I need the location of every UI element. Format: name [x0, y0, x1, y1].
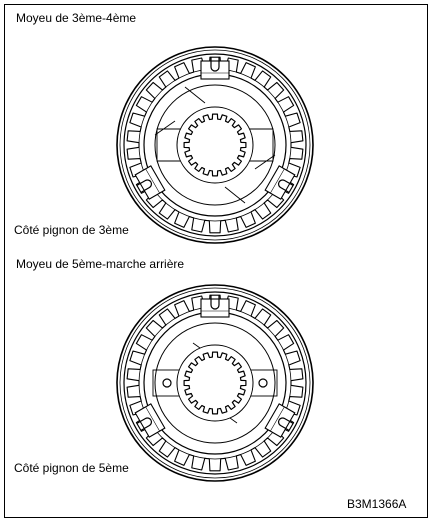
key-edge	[145, 168, 160, 194]
key-slot-1	[200, 57, 230, 80]
spring-hook	[277, 417, 294, 431]
insert-key	[134, 403, 166, 438]
key-slot-2	[134, 403, 166, 438]
spline-bore	[183, 351, 247, 415]
hub-body-inner	[154, 322, 276, 444]
hub2-title: Moyeu de 5ème-marche arrière	[16, 257, 185, 271]
hub-outer-ring	[116, 284, 314, 482]
web-line	[154, 120, 176, 136]
hub1-title: Moyeu de 3ème-4ème	[16, 11, 137, 25]
figure-code: B3M1366A	[347, 497, 407, 511]
hub-outer-ring	[116, 46, 314, 244]
web-line	[224, 186, 246, 204]
key-edge	[270, 168, 285, 194]
key-slot-1	[200, 295, 230, 318]
web-line	[254, 154, 276, 170]
key-edge	[145, 406, 160, 432]
hub2-side-label: Côté pignon de 5ème	[14, 461, 129, 475]
insert-key	[200, 298, 230, 318]
insert-key	[200, 60, 230, 80]
figure-frame	[4, 4, 428, 518]
hub-sleeve-edge	[123, 53, 307, 237]
synchro-hub-2	[116, 284, 314, 482]
key-slot-3	[264, 403, 296, 438]
spring-hook	[210, 295, 220, 310]
hub-outer-ring-inner-line	[119, 287, 311, 479]
hub-outer-ring-inner-line	[119, 49, 311, 241]
insert-key	[134, 165, 166, 200]
key-slot-3	[264, 165, 296, 200]
key-edge	[270, 406, 285, 432]
hub-sleeve-edge	[123, 291, 307, 475]
lug-hole	[162, 378, 172, 388]
insert-key	[264, 165, 296, 200]
lug-hole	[258, 378, 268, 388]
spring-hook	[136, 417, 153, 431]
hub1-side-label: Côté pignon de 3ème	[14, 223, 129, 237]
synchro-hub-1	[116, 46, 314, 244]
spring-hook	[136, 179, 153, 193]
key-slot-2	[134, 165, 166, 200]
spline-bore	[183, 113, 247, 177]
spring-hook	[277, 179, 294, 193]
spring-hook	[210, 57, 220, 72]
insert-key	[264, 403, 296, 438]
hub-web	[154, 86, 276, 204]
hub-body-inner	[154, 84, 276, 206]
web-line	[184, 86, 206, 104]
